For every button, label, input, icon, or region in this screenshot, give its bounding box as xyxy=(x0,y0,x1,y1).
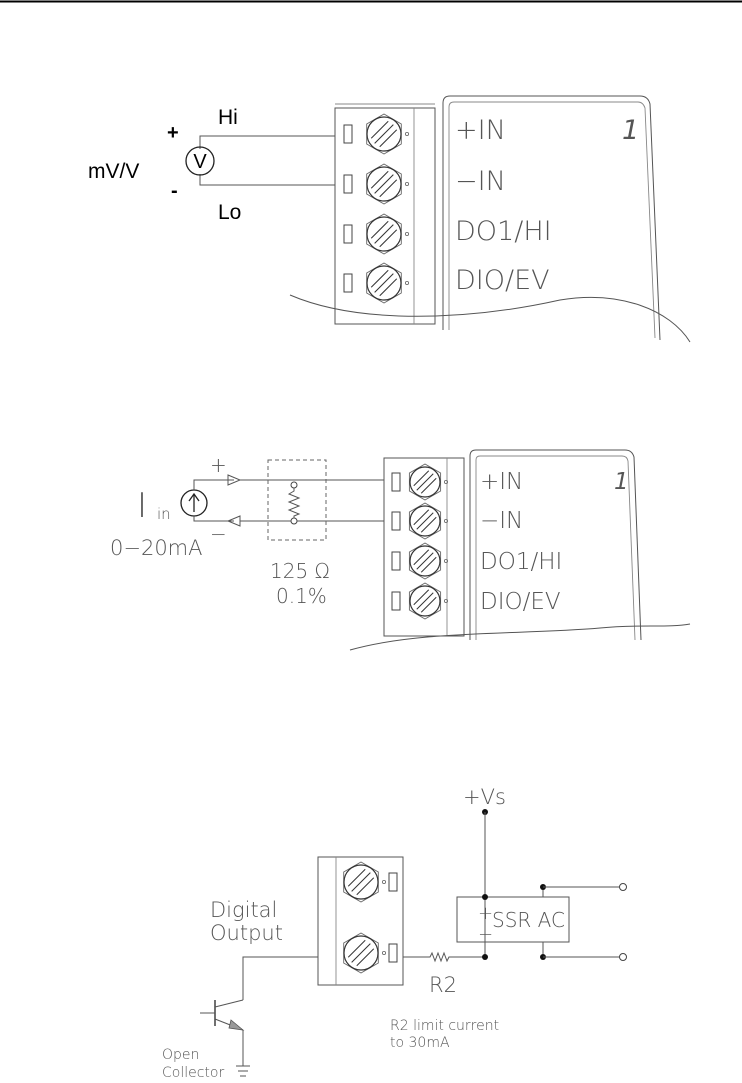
r2-resistor-icon xyxy=(403,951,485,963)
resistor-tolerance: 0.1% xyxy=(276,584,327,608)
terminal-screw-icon xyxy=(391,582,448,620)
terminal-label-1: +IN xyxy=(480,469,523,495)
terminal-screws xyxy=(343,861,398,974)
voltmeter-label: V xyxy=(193,151,207,173)
arrow-right-icon xyxy=(227,474,242,486)
terminal-label-4: DIO/EV xyxy=(480,589,561,615)
lo-label: Lo xyxy=(218,201,241,224)
note-line2: to 30mA xyxy=(390,1035,450,1051)
supply-label: +Vs xyxy=(463,785,506,809)
terminal-screws xyxy=(343,113,409,304)
terminal-block xyxy=(334,107,436,325)
terminal-label-2: −IN xyxy=(480,508,523,534)
terminal-screw-icon xyxy=(343,262,409,304)
digital-output-line1: Digital xyxy=(210,898,277,922)
digital-output-line2: Output xyxy=(210,921,283,945)
ac-terminal-icon xyxy=(619,953,627,961)
open-collector-line1: Open xyxy=(162,1047,199,1063)
current-subscript: in xyxy=(157,505,171,523)
terminal-label-1: +IN xyxy=(455,115,506,146)
ssr-box xyxy=(456,896,570,943)
terminal-screw-icon xyxy=(391,463,448,501)
collector-wire xyxy=(242,956,318,1000)
open-collector-line2: Collector xyxy=(162,1065,224,1081)
terminal-screw-icon xyxy=(343,932,398,974)
mv-source-label: mV/V xyxy=(88,160,139,183)
lo-wire xyxy=(199,174,335,186)
current-range: 0−20mA xyxy=(110,536,203,560)
diagram-digital-output: +Vs R2 + − SSR AC Digital Output xyxy=(162,785,627,1081)
terminal-screw-icon xyxy=(343,861,398,903)
diagram-current-input: + − I in 0−20mA 125 Ω 0.1% +IN −IN DO1/H… xyxy=(110,449,691,651)
voltmeter-icon xyxy=(185,146,215,176)
terminal-screw-icon xyxy=(391,502,448,540)
terminal-block xyxy=(317,856,404,986)
current-symbol: I xyxy=(137,486,147,526)
terminal-label-3: DO1/HI xyxy=(455,216,552,247)
terminal-block xyxy=(383,457,465,637)
minus-sign: − xyxy=(210,522,227,546)
terminal-label-3: DO1/HI xyxy=(480,549,562,575)
terminal-screw-icon xyxy=(343,213,409,255)
module-housing xyxy=(469,449,642,641)
terminal-label-2: −IN xyxy=(455,166,506,197)
ssr-plus: + xyxy=(478,903,493,924)
resistor-value: 125 Ω xyxy=(270,559,330,583)
terminal-screw-icon xyxy=(343,113,409,155)
minus-sign: - xyxy=(171,180,178,202)
module-housing xyxy=(442,95,661,341)
channel-number: 1 xyxy=(622,115,639,146)
hi-label: Hi xyxy=(218,106,238,129)
diagram-mv-input: V + - Hi Lo mV/V +IN −IN DO1/HI DIO/EV 1 xyxy=(88,95,691,343)
broken-edge xyxy=(349,623,691,651)
terminal-screw-icon xyxy=(391,542,448,580)
r2-label: R2 xyxy=(429,973,457,997)
note-line1: R2 limit current xyxy=(390,1018,499,1034)
channel-number: 1 xyxy=(614,469,629,495)
broken-edge xyxy=(289,294,691,343)
plus-sign: + xyxy=(167,122,179,144)
transistor-collector xyxy=(214,999,244,1008)
terminal-screw-icon xyxy=(343,163,409,205)
ssr-minus: − xyxy=(478,924,493,945)
ac-terminal-icon xyxy=(619,883,627,891)
terminal-label-4: DIO/EV xyxy=(455,265,550,296)
terminal-screws xyxy=(391,463,448,620)
hi-wire xyxy=(199,135,335,149)
shunt-box xyxy=(267,459,327,541)
plus-sign: + xyxy=(210,453,227,477)
ssr-label: SSR AC xyxy=(492,908,565,932)
resistor-icon xyxy=(287,488,301,518)
emitter-arrow-icon xyxy=(228,1019,245,1031)
